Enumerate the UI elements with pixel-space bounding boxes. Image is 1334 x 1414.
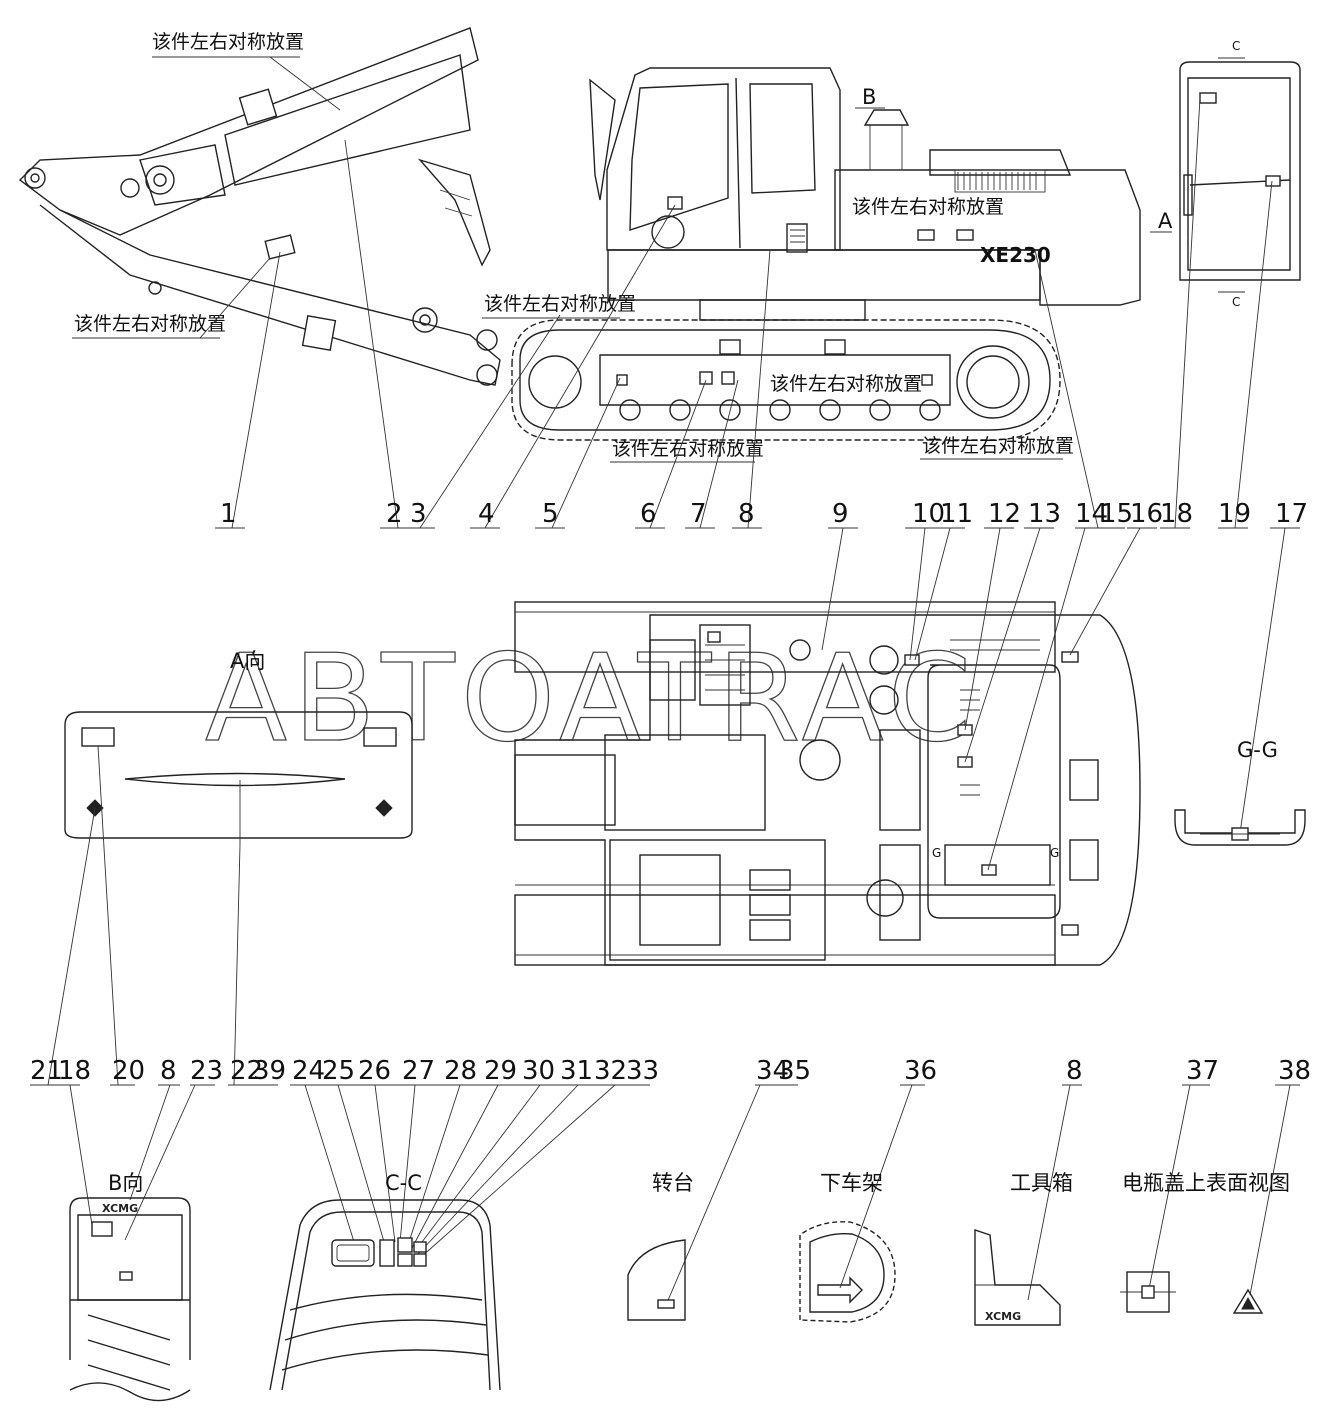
part-number-6: 6	[640, 499, 657, 529]
view-title-battery-cover: 电瓶盖上表面视图	[1122, 1171, 1290, 1195]
gg-section	[1174, 809, 1306, 846]
part-number-20: 20	[112, 1056, 145, 1086]
part-number-5: 5	[542, 499, 559, 529]
part-number-3: 3	[410, 499, 427, 529]
part-number-31: 31	[560, 1056, 593, 1086]
part-number-33: 33	[626, 1056, 659, 1086]
part-number-2: 2	[386, 499, 403, 529]
section-mark-g-left: G	[932, 846, 941, 860]
part-number-34: 34	[756, 1056, 789, 1086]
part-number-39: 39	[253, 1056, 286, 1086]
part-number-14: 14	[1075, 499, 1108, 529]
part-number-13: 13	[1028, 499, 1061, 529]
note-symmetric-2: 该件左右对称放置	[74, 313, 226, 335]
brand-label-b: XCMG	[102, 1202, 138, 1215]
part-number-27: 27	[402, 1056, 435, 1086]
part-number-25: 25	[322, 1056, 355, 1086]
brand-label-toolbox: XCMG	[985, 1310, 1021, 1323]
part-number-24: 24	[292, 1056, 325, 1086]
part-number-4: 4	[478, 499, 495, 529]
section-mark-a: A	[1158, 209, 1173, 233]
view-title-turntable: 转台	[652, 1171, 694, 1195]
view-title-gg: G-G	[1237, 738, 1278, 762]
part-number-38: 38	[1278, 1056, 1311, 1086]
toolbox-view: XCMG	[974, 1229, 1061, 1326]
boom-arm-side-view	[18, 27, 501, 386]
part-number-22: 22	[230, 1056, 263, 1086]
bottom-leaders	[30, 745, 1300, 1306]
view-title-cc: C-C	[385, 1171, 422, 1195]
model-label: XE230	[980, 243, 1051, 267]
part-number-7: 7	[690, 499, 707, 529]
part-number-21: 21	[30, 1056, 63, 1086]
part-number-15: 15	[1100, 499, 1133, 529]
section-mark-c-lower: C	[1232, 295, 1240, 309]
part-number-26: 26	[358, 1056, 391, 1086]
top-leaders	[215, 97, 1273, 529]
view-title-a: A向	[230, 649, 265, 673]
part-number-32: 32	[594, 1056, 627, 1086]
part-number-1: 1	[220, 499, 237, 529]
excavator-side-view: XE230	[511, 67, 1141, 441]
part-number-29: 29	[484, 1056, 517, 1086]
warning-triangle-icon	[1232, 1288, 1264, 1314]
note-symmetric-3: 该件左右对称放置	[852, 196, 1004, 218]
part-number-37: 37	[1186, 1056, 1219, 1086]
battery-cover-view	[1120, 1271, 1176, 1313]
part-number-8-c: 8	[1066, 1056, 1083, 1086]
note-symmetric-4: 该件左右对称放置	[484, 293, 636, 315]
turntable-view	[627, 1239, 686, 1321]
part-number-36: 36	[904, 1056, 937, 1086]
part-number-8: 8	[738, 499, 755, 529]
section-mark-g-right: G	[1050, 846, 1059, 860]
part-number-11: 11	[940, 499, 973, 529]
view-title-b: B向	[108, 1171, 143, 1195]
part-number-18-top: 18	[1160, 499, 1193, 529]
part-number-9: 9	[832, 499, 849, 529]
part-number-12: 12	[988, 499, 1021, 529]
watermark: ABTOATRAC	[205, 630, 977, 769]
section-mark-c: C	[1232, 39, 1240, 53]
cab-front-view	[1179, 61, 1301, 281]
part-number-8-b: 8	[160, 1056, 177, 1086]
note-symmetric-7: 该件左右对称放置	[922, 435, 1074, 457]
part-number-19: 19	[1218, 499, 1251, 529]
part-number-30: 30	[522, 1056, 555, 1086]
note-symmetric-5: 该件左右对称放置	[770, 373, 922, 395]
note-symmetric-6: 该件左右对称放置	[612, 438, 764, 460]
section-mark-b: B	[862, 85, 876, 109]
view-title-toolbox: 工具箱	[1010, 1171, 1073, 1195]
part-number-28: 28	[444, 1056, 477, 1086]
note-symmetric-1: 该件左右对称放置	[152, 31, 304, 53]
part-number-35: 35	[778, 1056, 811, 1086]
undercarriage-view	[799, 1221, 896, 1323]
mid-leaders	[821, 527, 1286, 871]
cc-section-cab	[269, 1199, 501, 1391]
part-number-10: 10	[912, 499, 945, 529]
view-title-undercarriage: 下车架	[820, 1171, 883, 1195]
part-number-16: 16	[1130, 499, 1163, 529]
part-number-18: 18	[58, 1056, 91, 1086]
part-number-23: 23	[190, 1056, 223, 1086]
part-number-17: 17	[1275, 499, 1308, 529]
b-view-cab-rear: XCMG	[69, 1197, 191, 1402]
